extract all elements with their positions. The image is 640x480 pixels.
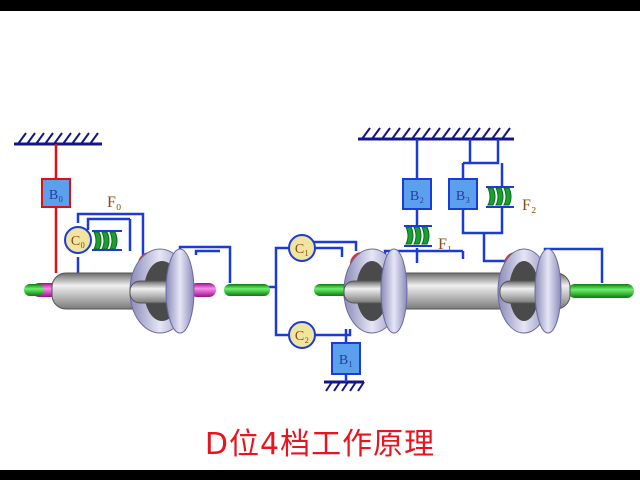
brake-b1: B₁ [331, 342, 361, 375]
output-shaft-green-right [568, 284, 634, 298]
one-way-clutch-f0 [92, 230, 122, 251]
clutch-c2-label: C₂ [295, 329, 309, 344]
one-way-clutch-f2 [486, 186, 514, 208]
ring-gear-left-front [165, 248, 195, 334]
ground-right [358, 127, 514, 141]
diagram-caption: D位4档工作原理 [204, 427, 436, 462]
shaft-magenta-mid [190, 283, 216, 297]
clutch-c0-label: C₀ [71, 234, 85, 249]
brake-b0-label: B₀ [49, 188, 63, 203]
brake-b3-label: B₃ [456, 189, 470, 204]
ring-gear-right-front [534, 248, 562, 334]
watermark [522, 22, 618, 40]
intermediate-shaft-green [224, 284, 270, 296]
shaft-green-right-in [314, 284, 350, 296]
brake-b0: B₀ [41, 178, 71, 208]
ground-bottom [324, 380, 365, 392]
brake-b2-label: B₂ [410, 189, 424, 204]
clutch-c1-label: C₁ [295, 242, 309, 257]
one-way-clutch-f1 [404, 225, 432, 247]
clutch-c0: C₀ [64, 226, 92, 254]
brake-b3: B₃ [448, 178, 478, 210]
diagram-frame: B₀ B₁ B₂ B₃ C₀ C₁ C₂ F₀ [0, 11, 640, 470]
transmission-diagram: B₀ B₁ B₂ B₃ C₀ C₁ C₂ F₀ [14, 127, 634, 392]
clutch-c1: C₁ [288, 234, 316, 262]
clutch-c2: C₂ [288, 321, 316, 349]
ring-gear-mid-front [380, 248, 408, 334]
input-shaft-green-left [24, 284, 44, 296]
one-way-clutch-f1-label: F₁ [438, 236, 452, 253]
brake-b2: B₂ [402, 178, 432, 210]
one-way-clutch-f2-label: F₂ [522, 197, 536, 214]
ground-left [14, 132, 102, 146]
brake-b1-label: B₁ [339, 353, 353, 368]
one-way-clutch-f0-label: F₀ [107, 194, 121, 211]
